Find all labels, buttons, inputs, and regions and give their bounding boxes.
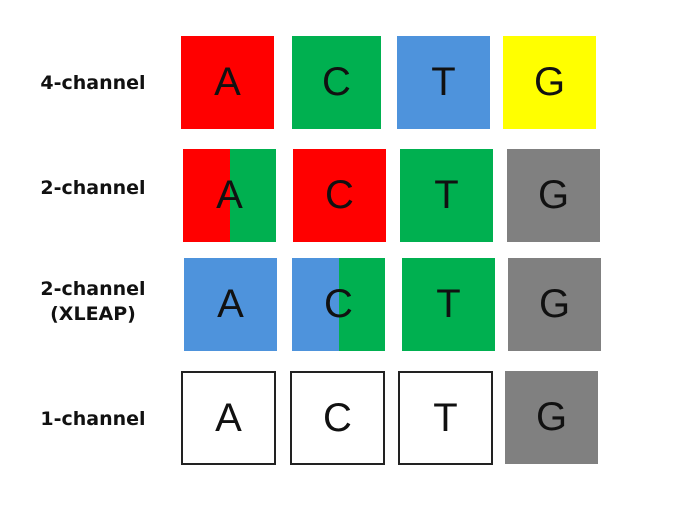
base-letter-g: G — [537, 173, 570, 217]
base-letter-c: C — [323, 395, 352, 440]
tile-2ch-a: A — [183, 149, 276, 242]
tile-4ch-a: A — [181, 36, 274, 129]
tile-4ch-g: G — [503, 36, 596, 129]
base-letter-t: T — [434, 173, 459, 217]
tile-xleap-a: A — [184, 258, 277, 351]
tile-4ch-c: C — [292, 36, 381, 129]
tile-2ch-g: G — [507, 149, 600, 242]
row-label-1-channel: 1-channel — [40, 408, 146, 430]
base-letter-a: A — [214, 60, 241, 104]
tile-xleap-c: C — [292, 258, 385, 351]
base-letter-g: G — [533, 60, 566, 104]
tile-4ch-t: T — [397, 36, 490, 129]
row-label-2-channel: 2-channel — [40, 177, 146, 199]
tile-1ch-g: G — [505, 371, 598, 464]
base-letter-t: T — [431, 60, 456, 104]
base-letter-a: A — [217, 282, 244, 326]
base-letter-t: T — [433, 395, 458, 440]
base-letter-c: C — [322, 60, 351, 104]
base-letter-t: T — [436, 282, 461, 326]
tile-1ch-t: T — [398, 371, 493, 465]
tile-1ch-c: C — [290, 371, 385, 465]
tile-2ch-t: T — [400, 149, 493, 242]
row-label-2-channel-xleap: 2-channel (XLEAP) — [40, 278, 146, 325]
tile-xleap-g: G — [508, 258, 601, 351]
tile-1ch-a: A — [181, 371, 276, 465]
row-label-4-channel: 4-channel — [40, 72, 146, 94]
tile-2ch-c: C — [293, 149, 386, 242]
base-letter-a: A — [216, 173, 243, 217]
tile-xleap-t: T — [402, 258, 495, 351]
base-letter-g: G — [535, 395, 568, 439]
base-letter-c: C — [325, 173, 354, 217]
base-letter-a: A — [215, 395, 242, 440]
base-letter-c: C — [324, 282, 353, 326]
base-letter-g: G — [538, 282, 571, 326]
